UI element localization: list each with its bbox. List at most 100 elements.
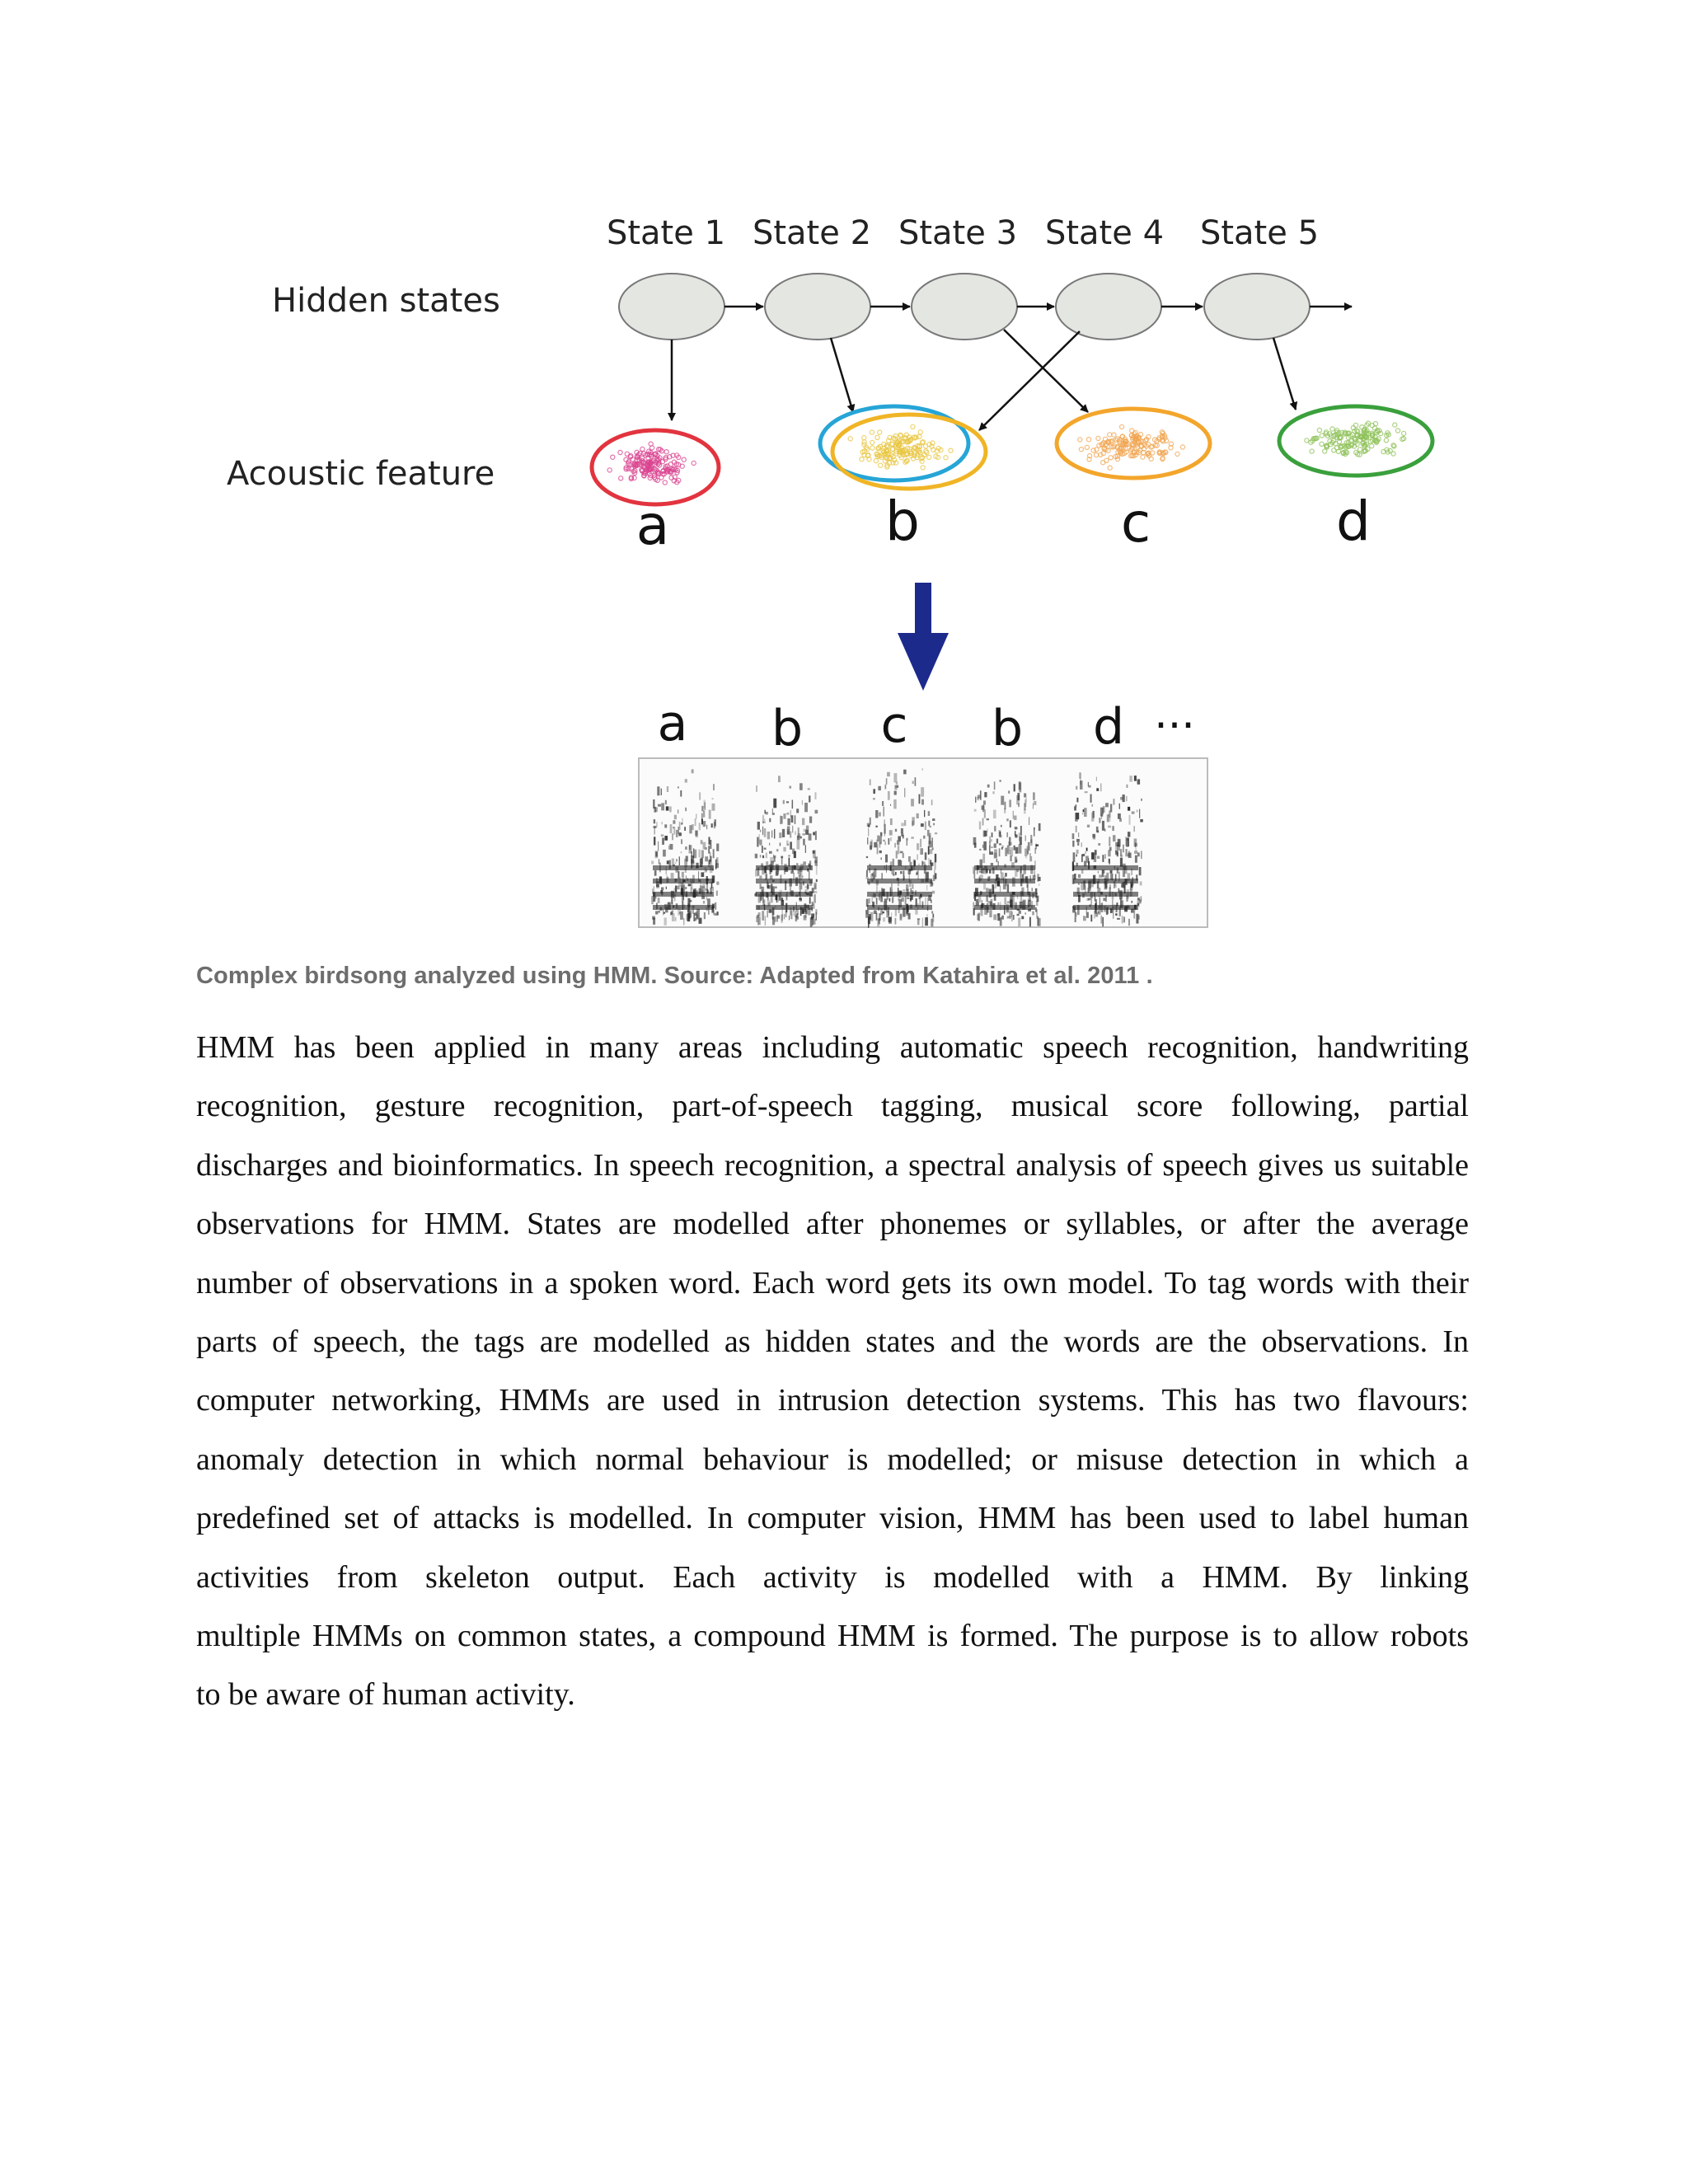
spectrogram-mark bbox=[783, 813, 785, 819]
spectrogram-mark bbox=[1000, 917, 1002, 926]
spectrogram-mark bbox=[704, 912, 706, 919]
spectrogram-mark bbox=[769, 818, 771, 823]
spectrogram-mark bbox=[681, 851, 682, 853]
spectrogram-mark bbox=[998, 874, 999, 876]
spectrogram-mark bbox=[815, 831, 817, 840]
spectrogram-mark bbox=[1076, 839, 1080, 842]
spectrogram-mark bbox=[1137, 779, 1141, 784]
spectrogram-mark bbox=[691, 855, 694, 864]
spectrogram-mark bbox=[982, 818, 984, 826]
cluster-point bbox=[1305, 438, 1309, 443]
spectrogram-mark bbox=[1078, 832, 1079, 837]
spectrogram-mark bbox=[755, 869, 758, 877]
spectrogram-mark bbox=[1088, 858, 1089, 865]
spectrogram-mark bbox=[982, 845, 983, 848]
spectrogram-mark bbox=[868, 825, 870, 827]
cluster-point bbox=[692, 461, 696, 465]
cluster-point bbox=[611, 455, 615, 459]
spectrogram-mark bbox=[994, 781, 996, 790]
spectrogram-mark bbox=[912, 821, 913, 826]
spectrogram-mark bbox=[929, 826, 931, 827]
spectrogram-mark bbox=[1024, 794, 1026, 798]
spectrogram-mark bbox=[666, 806, 669, 810]
spectrogram-mark bbox=[1038, 877, 1040, 881]
spectrogram-mark bbox=[974, 809, 977, 812]
spectrogram-mark bbox=[1120, 855, 1123, 858]
spectrogram-mark bbox=[998, 902, 1000, 905]
spectrogram-mark bbox=[1080, 780, 1083, 790]
spectrogram-band bbox=[756, 879, 813, 883]
spectrogram-mark bbox=[686, 808, 687, 811]
spectrogram-mark bbox=[986, 888, 989, 892]
spectrogram-mark bbox=[1002, 916, 1004, 920]
spectrogram-mark bbox=[808, 788, 810, 790]
spectrogram-mark bbox=[1128, 832, 1130, 837]
spectrogram-mark bbox=[790, 786, 792, 789]
spectrogram-mark bbox=[878, 786, 881, 790]
spectrogram-mark bbox=[922, 918, 923, 928]
spectrogram-mark bbox=[661, 803, 664, 810]
cluster-point bbox=[860, 457, 864, 462]
spectrogram-mark bbox=[893, 799, 897, 808]
state-label: State 3 bbox=[898, 214, 1017, 252]
spectrogram-mark bbox=[1117, 918, 1120, 920]
spectrogram-mark bbox=[1102, 870, 1104, 878]
spectrogram-mark bbox=[756, 785, 757, 792]
spectrogram-mark bbox=[1029, 917, 1031, 927]
spectrogram-mark bbox=[895, 829, 897, 832]
spectrogram-mark bbox=[898, 899, 900, 901]
spectrogram-mark bbox=[983, 800, 986, 804]
spectrogram-band bbox=[1073, 905, 1138, 910]
hidden-state-node-4 bbox=[1056, 274, 1161, 340]
spectrogram-mark bbox=[989, 845, 990, 855]
spectrogram-mark bbox=[705, 856, 708, 861]
cluster-letter-b: b bbox=[885, 490, 920, 553]
spectrogram-mark bbox=[905, 896, 907, 904]
spectrogram-mark bbox=[815, 810, 818, 813]
paragraph-line: predefined set of attacks is modelled. I… bbox=[196, 1489, 1469, 1548]
emission-arrow bbox=[979, 331, 1080, 430]
spectrogram-mark bbox=[898, 860, 901, 865]
sequence-ellipsis: ··· bbox=[1154, 701, 1195, 751]
cluster-point bbox=[1108, 433, 1112, 437]
cluster-point bbox=[1323, 449, 1327, 453]
spectrogram-mark bbox=[879, 913, 880, 921]
spectrogram-mark bbox=[868, 916, 870, 924]
spectrogram-mark bbox=[654, 870, 657, 876]
spectrogram-mark bbox=[1087, 825, 1090, 827]
spectrogram-mark bbox=[705, 802, 706, 810]
hidden-state-node-3 bbox=[912, 274, 1017, 340]
spectrogram-mark bbox=[1087, 898, 1090, 901]
spectrogram-mark bbox=[815, 792, 817, 799]
paragraph-line: computer networking, HMMs are used in in… bbox=[196, 1371, 1469, 1430]
spectrogram-mark bbox=[781, 916, 783, 923]
cluster-point bbox=[1180, 445, 1184, 449]
spectrogram-mark bbox=[883, 917, 885, 921]
spectrogram-band bbox=[974, 865, 1035, 870]
spectrogram-mark bbox=[671, 873, 674, 879]
spectrogram-mark bbox=[1015, 827, 1018, 829]
spectrogram-mark bbox=[884, 828, 885, 837]
spectrogram-mark bbox=[1038, 918, 1041, 926]
spectrogram-mark bbox=[1127, 785, 1128, 788]
spectrogram-mark bbox=[890, 804, 891, 806]
spectrogram-mark bbox=[664, 917, 667, 925]
spectrogram-mark bbox=[671, 898, 673, 904]
spectrogram-mark bbox=[802, 800, 803, 805]
spectrogram-mark bbox=[1101, 813, 1102, 819]
spectrogram-mark bbox=[1118, 813, 1121, 819]
spectrogram-mark bbox=[994, 843, 996, 847]
spectrogram-mark bbox=[799, 898, 802, 902]
spectrogram-mark bbox=[1082, 813, 1083, 814]
spectrogram-mark bbox=[710, 840, 711, 849]
hidden-state-node-1 bbox=[619, 274, 724, 340]
spectrogram-mark bbox=[680, 790, 682, 797]
spectrogram-mark bbox=[814, 885, 815, 888]
spectrogram-mark bbox=[784, 914, 785, 919]
spectrogram-mark bbox=[898, 846, 899, 855]
spectrogram-mark bbox=[670, 824, 673, 833]
spectrogram-mark bbox=[1083, 916, 1086, 921]
cluster-point bbox=[1079, 448, 1083, 452]
cluster-point bbox=[1320, 442, 1324, 446]
